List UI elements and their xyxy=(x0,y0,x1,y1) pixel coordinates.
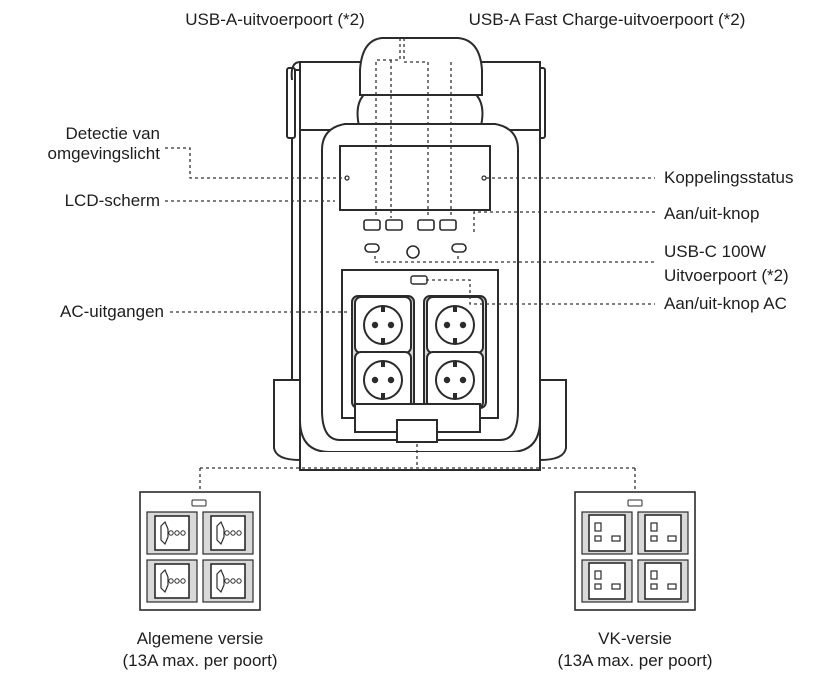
usb-a-ports xyxy=(363,219,457,231)
label-ambient-light: Detectie van omgevingslicht xyxy=(0,124,160,164)
label-usbc-line1: USB-C 100W xyxy=(664,242,767,261)
general-version-title: Algemene versie xyxy=(136,629,264,648)
uk-version-title: VK-versie xyxy=(598,629,672,648)
ac-socket xyxy=(426,296,484,354)
caption-general-version: Algemene versie (13A max. per poort) xyxy=(80,628,320,672)
label-usbc: USB-C 100W Uitvoerpoort (*2) xyxy=(664,240,789,288)
ac-socket xyxy=(354,351,412,409)
uk-version-panel xyxy=(574,491,696,611)
label-ac-outputs: AC-uitgangen xyxy=(60,302,164,321)
ac-power-button xyxy=(410,275,428,285)
lcd-screen xyxy=(339,145,491,211)
general-version-panel xyxy=(139,491,261,611)
uk-version-note: (13A max. per poort) xyxy=(557,651,713,670)
general-version-note: (13A max. per poort) xyxy=(122,651,278,670)
label-ambient-light-line2: omgevingslicht xyxy=(47,144,160,163)
label-pairing-status: Koppelingsstatus xyxy=(664,168,794,187)
label-ac-power-button: Aan/uit-knop AC xyxy=(664,294,787,313)
power-button xyxy=(406,245,420,259)
caption-uk-version: VK-versie (13A max. per poort) xyxy=(515,628,755,672)
ac-socket xyxy=(426,351,484,409)
label-usb-a-fast-output: USB-A Fast Charge-uitvoerpoort (*2) xyxy=(468,10,746,29)
usb-c-ports xyxy=(364,243,467,253)
ac-socket xyxy=(354,296,412,354)
label-ambient-light-line1: Detectie van xyxy=(65,124,161,143)
leader-lines xyxy=(165,38,655,492)
label-usbc-line2: Uitvoerpoort (*2) xyxy=(664,266,789,285)
label-usb-a-output: USB-A-uitvoerpoort (*2) xyxy=(185,10,365,29)
label-lcd-screen: LCD-scherm xyxy=(64,191,160,210)
label-power-button: Aan/uit-knop xyxy=(664,204,760,223)
